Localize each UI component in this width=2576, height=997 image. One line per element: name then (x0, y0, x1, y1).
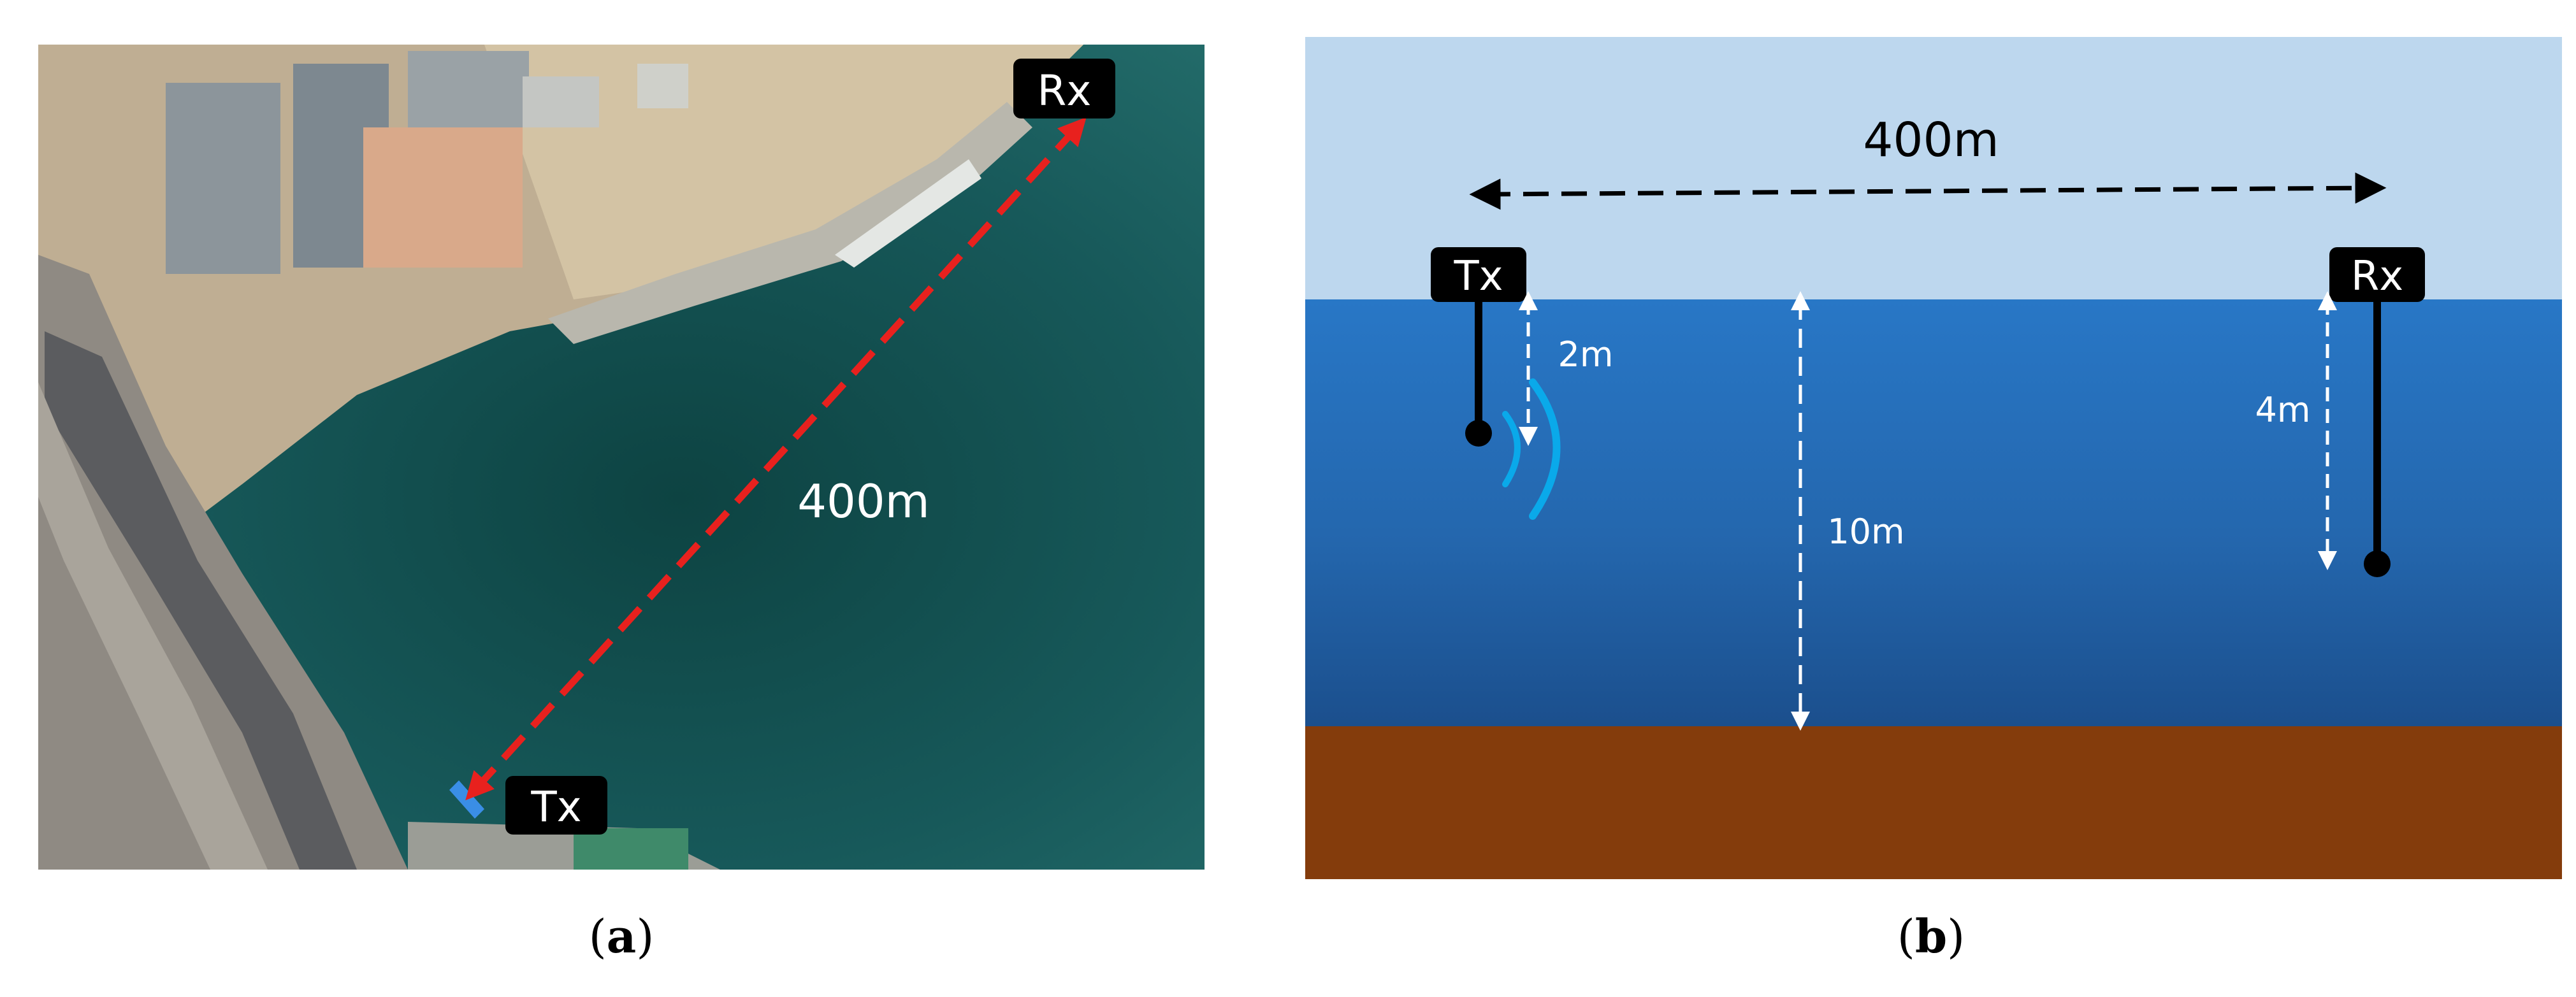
caption-b-letter: b (1915, 909, 1947, 963)
map-rx-tag: Rx (1013, 59, 1115, 118)
section-tx-depth-label: 2m (1558, 334, 1614, 375)
panel-a-map (38, 45, 1205, 870)
section-distance-arrow (1469, 172, 2387, 210)
panel-b-section (1305, 37, 2562, 879)
map-tx-label: Tx (530, 782, 581, 831)
section-rx-tag: Rx (2329, 247, 2425, 302)
map-land-west (38, 255, 408, 870)
map-distance-label: 400m (797, 475, 930, 528)
section-rx-label: Rx (2351, 253, 2403, 300)
map-building-1 (166, 83, 280, 274)
caption-b: (b) (1897, 909, 1965, 963)
map-tx-tag: Tx (505, 776, 607, 835)
map-building-6 (637, 64, 688, 108)
section-tx-tag: Tx (1431, 247, 1526, 302)
caption-a-letter: a (607, 909, 637, 963)
map-breakwater (38, 382, 268, 870)
section-water (1305, 299, 2562, 726)
caption-a: (a) (589, 909, 655, 963)
map-building-4 (408, 51, 529, 127)
section-rx-depth-label: 4m (2255, 390, 2311, 430)
map-building-5 (523, 76, 599, 127)
map-route-line (465, 117, 1087, 801)
section-rx-transducer (2364, 550, 2391, 577)
map-rx-label: Rx (1038, 66, 1092, 115)
map-south-structure (574, 828, 688, 870)
map-road (45, 331, 357, 870)
map-building-3 (363, 127, 523, 268)
section-tx-transducer (1465, 420, 1492, 447)
section-water-depth-label: 10m (1827, 512, 1904, 552)
section-tx-label: Tx (1454, 253, 1503, 300)
section-seabed (1305, 726, 2562, 879)
transmitter-signal-icon (1502, 378, 1561, 520)
section-distance-label: 400m (1863, 113, 1999, 168)
